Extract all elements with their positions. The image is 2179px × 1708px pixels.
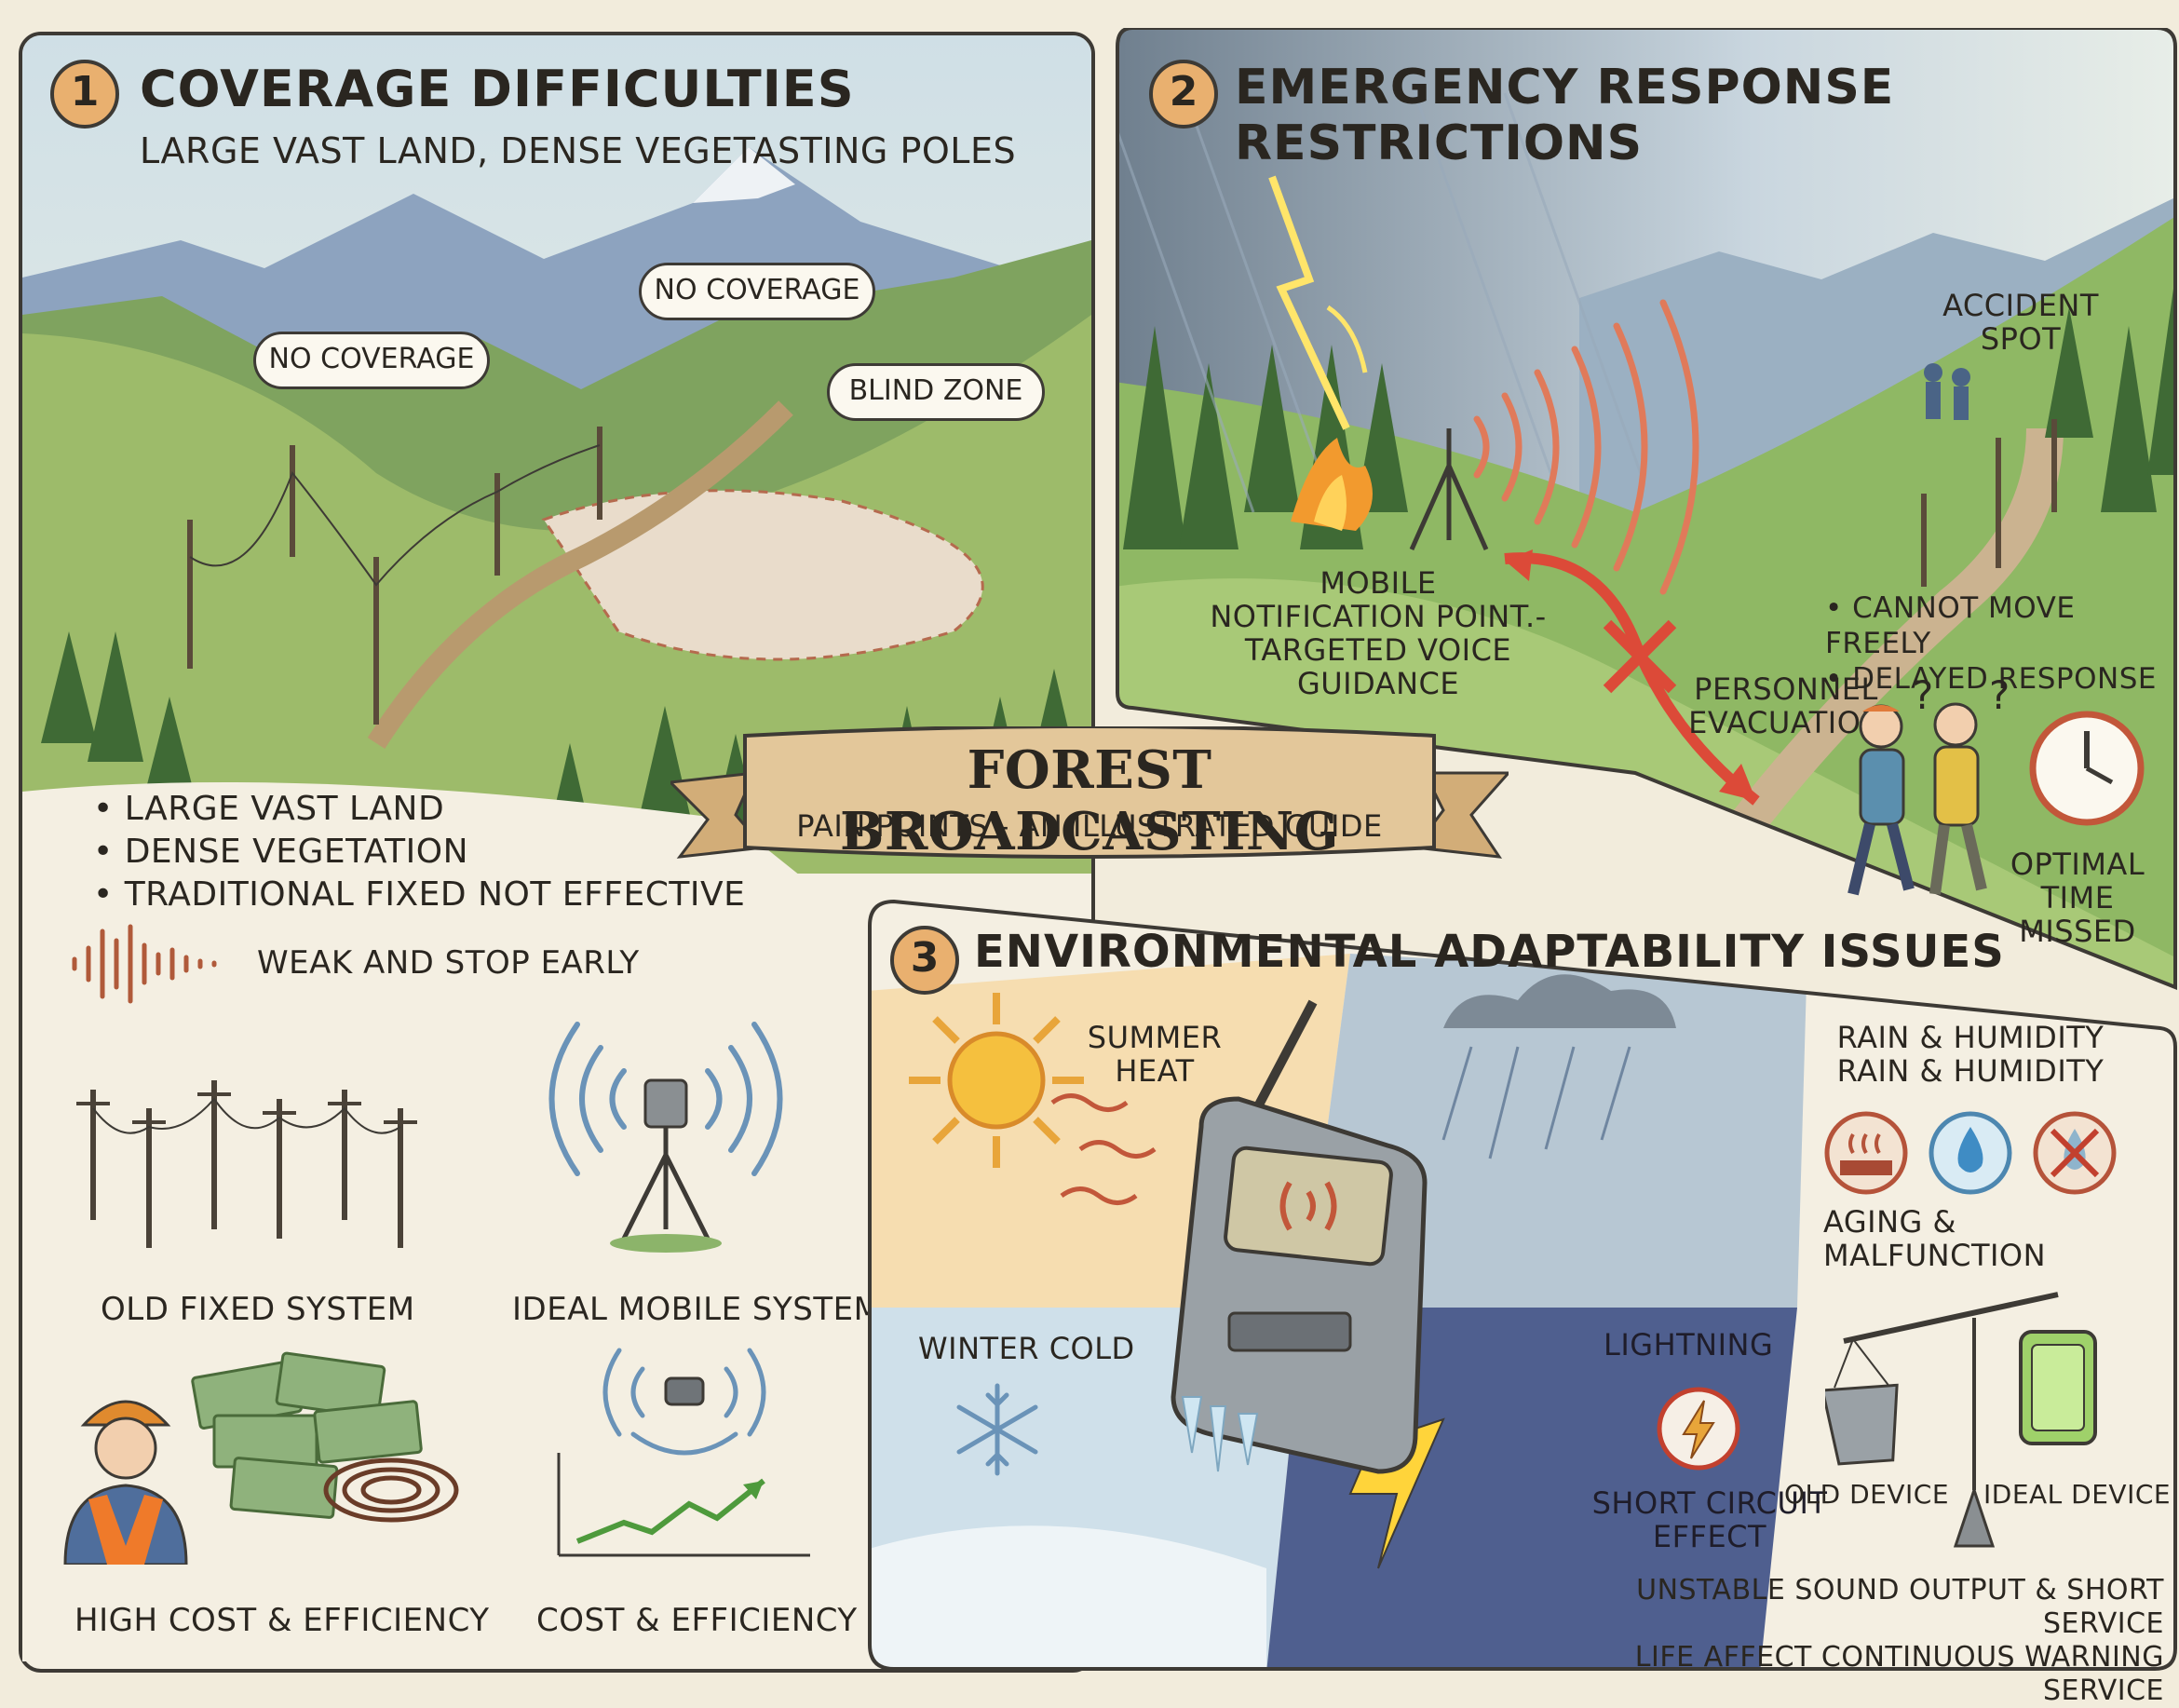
- time-missed-label: OPTIMAL TIME MISSED: [2010, 847, 2145, 949]
- section2-bullets: CANNOT MOVE FREELY DELAYED RESPONSE: [1825, 590, 2179, 697]
- snowflake-icon: [956, 1383, 1038, 1476]
- evacuation-label: PERSONNEL EVACUATION: [1688, 671, 1884, 740]
- clock-icon: [2029, 711, 2145, 826]
- footer-note: UNSTABLE SOUND OUTPUT & SHORT SERVICE LI…: [1634, 1574, 2164, 1707]
- emergency-panel: [1116, 28, 2177, 990]
- sun-icon: [909, 993, 1084, 1168]
- notification-point-label: MOBILE NOTIFICATION POINT.- TARGETED VOI…: [1210, 565, 1547, 701]
- blind-zone-bubble: BLIND ZONE: [827, 363, 1045, 421]
- tower-icon: [548, 1022, 783, 1253]
- no-water-icon: [2033, 1111, 2117, 1195]
- old-system-label: OLD FIXED SYSTEM: [101, 1291, 415, 1328]
- money-icon: [191, 1351, 459, 1523]
- radio-icon: [1171, 999, 1428, 1474]
- lightning-icon: [1657, 1387, 1740, 1471]
- ideal-device-label: IDEAL DEVICE: [1983, 1479, 2172, 1510]
- section1-title: COVERAGE DIFFICULTIES: [140, 60, 855, 118]
- worker-icon: [63, 1400, 188, 1565]
- accident-spot-label: ACCIDENT SPOT: [1942, 288, 2099, 357]
- banner-title: FOREST BROADCASTING: [839, 739, 1339, 862]
- heat-icon: [1824, 1111, 1908, 1195]
- rain-humidity-label: RAIN & HUMIDITY RAIN & HUMIDITY: [1836, 1020, 2105, 1089]
- section3-title: ENVIRONMENTAL ADAPTABILITY ISSUES: [974, 926, 2005, 978]
- old-device-label: OLD DEVICE: [1784, 1479, 1950, 1510]
- winter-cold-label: WINTER COLD: [918, 1331, 1135, 1366]
- lightning-label: LIGHTNING: [1604, 1327, 1774, 1362]
- growth-chart-icon: [557, 1348, 810, 1557]
- old-system-poles-icon: [76, 1080, 417, 1248]
- cost-label: COST & EFFICIENCY: [536, 1602, 858, 1639]
- section1-bullets: LARGE VAST LAND DENSE VEGETATION TRADITI…: [93, 788, 745, 916]
- sound-wave-icon: [72, 924, 217, 1004]
- section3-number-badge: 3: [890, 926, 959, 995]
- bullet-item: TRADITIONAL FIXED NOT EFFECTIVE: [93, 874, 745, 916]
- short-circuit-label: SHORT CIRCUIT EFFECT: [1591, 1485, 1828, 1554]
- title-banner-ribbon: [670, 726, 1509, 859]
- section2-number-badge: 2: [1149, 60, 1218, 129]
- evacuating-people-icon: [1847, 702, 1987, 896]
- aging-malfunction-label: AGING & MALFUNCTION: [1823, 1204, 2047, 1273]
- ideal-system-label: IDEAL MOBILE SYSTEM: [512, 1291, 882, 1328]
- no-coverage-bubble-2: NO COVERAGE: [639, 263, 875, 320]
- banner-subtitle: PAIN POINTS - AN ILLUSTRATED GUIDE: [796, 808, 1383, 844]
- droplet-icon: [1929, 1111, 2012, 1195]
- bullet-item: DELAYED RESPONSE: [1825, 661, 2179, 697]
- section1-number-badge: 1: [50, 60, 119, 129]
- bullet-item: LARGE VAST LAND: [93, 788, 745, 831]
- weak-signal-label: WEAK AND STOP EARLY: [257, 944, 640, 982]
- section2-title: EMERGENCY RESPONSE RESTRICTIONS: [1235, 60, 1895, 171]
- high-cost-label: HIGH COST & EFFICIENCY: [74, 1602, 490, 1639]
- bullet-item: CANNOT MOVE FREELY: [1825, 590, 2179, 661]
- question-mark: ?: [1913, 672, 1934, 718]
- summer-heat-label: SUMMER HEAT: [1087, 1020, 1223, 1089]
- balance-scale-icon: [1825, 1292, 2097, 1548]
- no-coverage-bubble-1: NO COVERAGE: [253, 332, 490, 389]
- question-mark: ?: [1989, 672, 2010, 718]
- bullet-item: DENSE VEGETATION: [93, 831, 745, 874]
- section1-subtitle: LARGE VAST LAND, DENSE VEGETASTING POLES: [140, 130, 1017, 171]
